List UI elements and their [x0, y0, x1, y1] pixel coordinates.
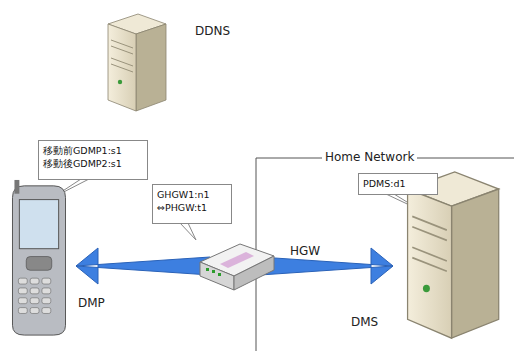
node-label: HGW: [290, 244, 320, 258]
node-label: DMP: [78, 296, 105, 310]
phone-icon: [4, 178, 74, 340]
address-text: GHGW1:n1: [157, 188, 227, 201]
network-label: Home Network: [322, 150, 417, 164]
address-callout: PDMS:d1: [358, 173, 438, 195]
address-text: 移動前GDMP1:s1: [43, 144, 143, 157]
address-text: 移動後GDMP2:s1: [43, 157, 143, 170]
dmp-phone: DMP: [4, 178, 74, 340]
ddns-server: DDNS: [100, 10, 170, 115]
address-text: ⇔PHGW:t1: [157, 201, 227, 214]
callout-tail: [180, 223, 196, 240]
node-label: DMS: [351, 315, 378, 329]
address-callout: GHGW1:n1⇔PHGW:t1: [152, 184, 232, 224]
server-icon: [100, 10, 170, 115]
router-icon: [190, 222, 280, 302]
address-text: PDMS:d1: [363, 177, 433, 190]
block-arrow: [76, 248, 210, 284]
node-label: DDNS: [195, 24, 230, 38]
block-arrow: [260, 248, 393, 284]
address-callout: 移動前GDMP1:s1移動後GDMP2:s1: [38, 140, 148, 180]
hgw-router: HGW: [190, 222, 280, 302]
